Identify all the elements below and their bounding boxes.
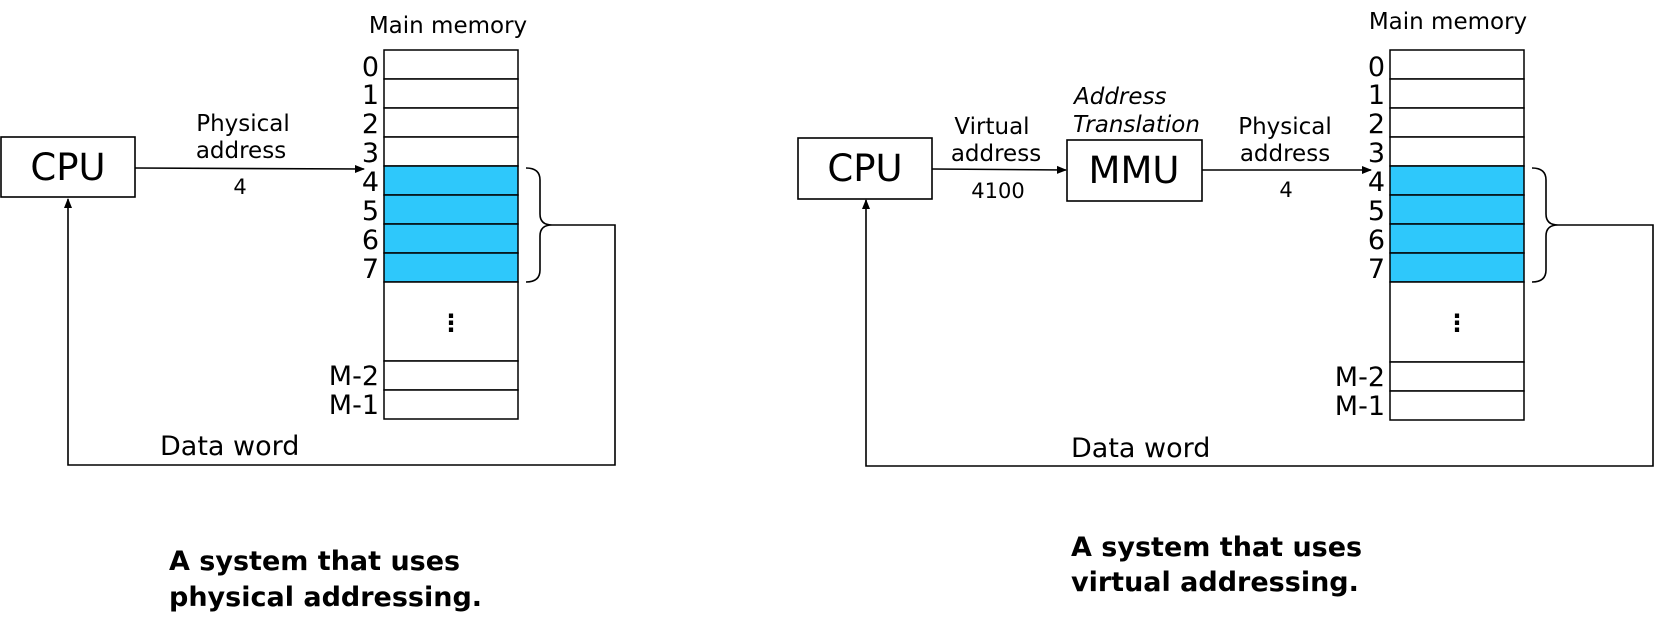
cpu-box: [0, 136, 136, 198]
physical-address-label-line2-right: address: [1240, 141, 1330, 167]
cpu-label-right: CPU: [827, 147, 902, 190]
memory-ellipsis-cell: [383, 281, 519, 362]
address-translation-label-line2: Translation: [1073, 112, 1200, 138]
data-word-label-right: Data word: [1071, 433, 1210, 464]
row-label-6-right: 6: [1368, 225, 1385, 256]
data-word-return-path-right: [862, 199, 1654, 467]
physical-address-label-line2: address: [196, 138, 286, 164]
row-label-3: 3: [362, 138, 379, 169]
memory-array-right: [1389, 49, 1525, 421]
virtual-address-value: 4100: [971, 179, 1024, 203]
caption-line2: physical addressing.: [169, 582, 482, 613]
row-label-4: 4: [362, 167, 379, 198]
physical-address-label-line1-right: Physical: [1238, 114, 1332, 140]
row-label-m-2-right: M-2: [1335, 362, 1385, 393]
row-label-6: 6: [362, 225, 379, 256]
memory-cell-6: [383, 223, 519, 254]
row-label-1-right: 1: [1368, 80, 1385, 111]
memory-cell-m-1: [383, 389, 519, 420]
memory-ellipsis: ⋮: [439, 309, 463, 337]
physical-addressing-panel: CPU Physical address 4 Main memory ⋮ 0 1…: [0, 13, 616, 613]
physical-address-value: 4: [233, 175, 246, 199]
physical-address-arrow: [134, 164, 365, 173]
row-label-7-right: 7: [1368, 254, 1385, 285]
row-label-m-1-right: M-1: [1335, 391, 1385, 422]
caption-line1-right: A system that uses: [1071, 532, 1362, 563]
caption-line1: A system that uses: [169, 546, 460, 577]
row-label-m-2: M-2: [329, 361, 379, 392]
virtual-address-arrow: [931, 165, 1067, 174]
row-label-1: 1: [362, 80, 379, 111]
mmu-label: MMU: [1089, 149, 1180, 192]
row-label-m-1: M-1: [329, 390, 379, 421]
row-label-0: 0: [362, 52, 379, 83]
virtual-address-label-line1: Virtual: [954, 114, 1029, 140]
memory-cell-4: [383, 165, 519, 196]
row-label-0-right: 0: [1368, 52, 1385, 83]
virtual-address-label-line2: address: [951, 141, 1041, 167]
memory-cell-5: [383, 194, 519, 225]
data-word-label: Data word: [160, 431, 299, 462]
physical-address-label-line1: Physical: [196, 111, 290, 137]
virtual-addressing-panel: CPU Virtual address 4100 Address Transla…: [797, 9, 1654, 598]
physical-address-value-right: 4: [1279, 178, 1292, 202]
caption-line2-right: virtual addressing.: [1071, 567, 1359, 598]
memory-cell-4-right: [1389, 165, 1525, 196]
memory-cell-m-2-right: [1389, 361, 1525, 392]
main-memory-title-right: Main memory: [1369, 9, 1527, 35]
row-label-2-right: 2: [1368, 109, 1385, 140]
data-word-return-path: [64, 198, 616, 466]
memory-cell-0-right: [1389, 49, 1525, 80]
address-translation-label-line1: Address: [1072, 84, 1167, 110]
main-memory-title: Main memory: [369, 13, 527, 39]
memory-cell-1-right: [1389, 78, 1525, 109]
memory-ellipsis-right: ⋮: [1445, 309, 1469, 337]
cpu-label: CPU: [30, 146, 105, 189]
row-label-5-right: 5: [1368, 196, 1385, 227]
memory-cell-3: [383, 136, 519, 167]
memory-cell-3-right: [1389, 136, 1525, 167]
memory-cell-1: [383, 78, 519, 109]
memory-cell-2: [383, 107, 519, 138]
row-label-4-right: 4: [1368, 167, 1385, 198]
row-label-3-right: 3: [1368, 138, 1385, 169]
memory-cell-0: [383, 49, 519, 80]
memory-cell-m-1-right: [1389, 390, 1525, 421]
cpu-box-right: [797, 137, 933, 200]
data-word-brace-right: [1531, 167, 1559, 283]
memory-cell-5-right: [1389, 194, 1525, 225]
memory-cell-6-right: [1389, 223, 1525, 254]
memory-cell-2-right: [1389, 107, 1525, 138]
memory-cell-m-2: [383, 360, 519, 391]
memory-array: [383, 49, 519, 420]
data-word-brace: [525, 167, 553, 283]
row-label-5: 5: [362, 196, 379, 227]
memory-cell-7-right: [1389, 252, 1525, 283]
memory-cell-7: [383, 252, 519, 283]
memory-ellipsis-cell-right: [1389, 281, 1525, 363]
row-label-7: 7: [362, 254, 379, 285]
row-label-2: 2: [362, 109, 379, 140]
